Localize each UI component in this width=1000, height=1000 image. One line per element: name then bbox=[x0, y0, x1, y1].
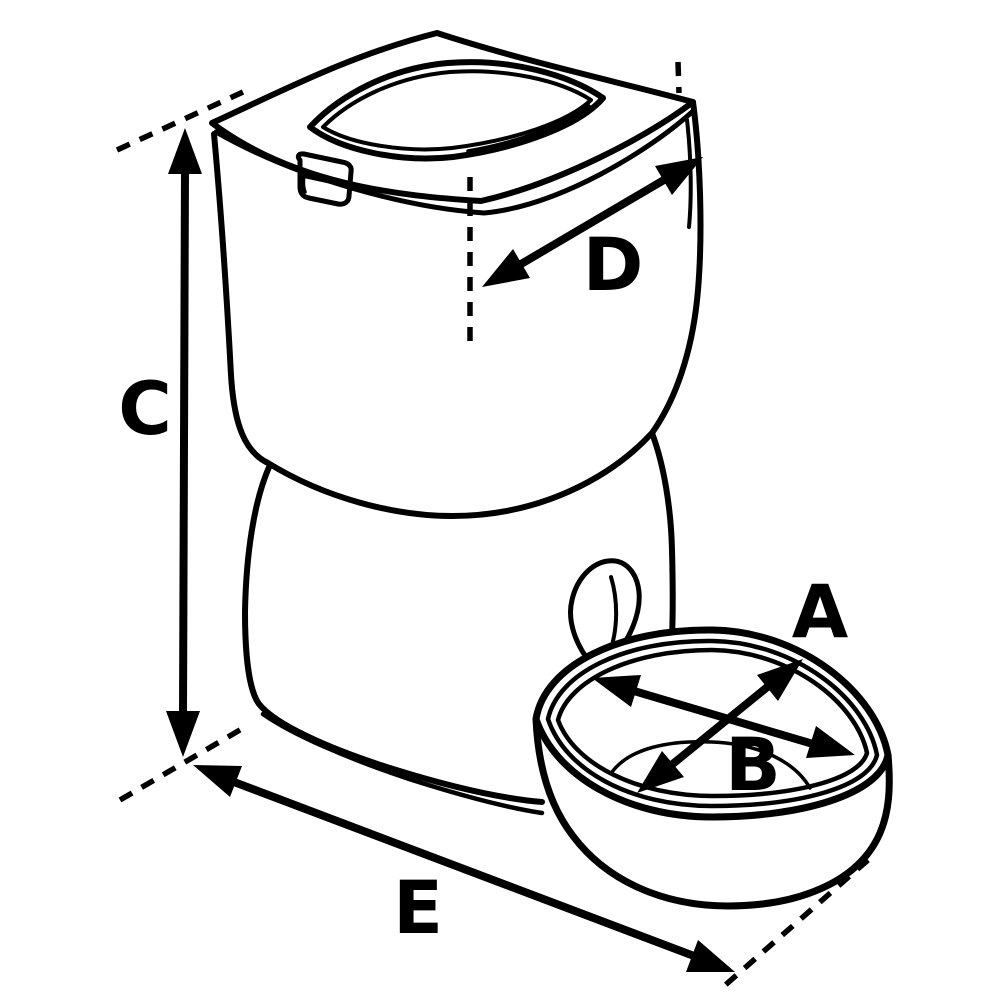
bowl-floor-arc bbox=[610, 739, 812, 790]
arrow-c-shaft bbox=[179, 167, 189, 715]
arrow-e-shaft bbox=[232, 778, 696, 960]
extension-line-top-left bbox=[115, 89, 245, 153]
dimension-label-b: B bbox=[725, 723, 781, 808]
dimension-label-e: E bbox=[393, 866, 443, 951]
dimension-label-d: D bbox=[583, 223, 644, 308]
lid-latch-lip-line bbox=[302, 174, 352, 188]
base-foot-line bbox=[260, 711, 545, 816]
bowl-inner-rim-1 bbox=[545, 638, 880, 809]
extension-line-top-right bbox=[675, 61, 682, 94]
arrow-c-head-up bbox=[168, 128, 202, 174]
arrow-b-head-right bbox=[806, 726, 855, 758]
hopper-right-outline bbox=[649, 99, 704, 640]
arrow-a-head-lower bbox=[637, 751, 684, 793]
arrow-b-shaft bbox=[632, 687, 815, 748]
feeder-lid bbox=[209, 30, 696, 216]
base-left-bottom-outline bbox=[242, 462, 545, 805]
lid-opening-outer-rim bbox=[307, 59, 606, 162]
hopper-left-and-waist-outline bbox=[211, 131, 654, 519]
bowl-rim-front-edge bbox=[532, 715, 892, 821]
dimension-arrow-a bbox=[637, 659, 803, 793]
arrow-d-head-left bbox=[482, 249, 530, 287]
lid-latch-side-line bbox=[301, 174, 307, 194]
feeder-hopper bbox=[211, 99, 704, 640]
dimension-arrow-c bbox=[166, 128, 202, 757]
arrow-e-head-right bbox=[686, 940, 735, 972]
construction-lines bbox=[115, 61, 870, 990]
arrow-d-shaft bbox=[513, 173, 672, 271]
dimension-arrow-e bbox=[193, 765, 735, 972]
dimension-labels: A B C D E bbox=[118, 223, 849, 951]
lid-top-outline bbox=[209, 30, 696, 204]
arrow-b-head-left bbox=[592, 675, 641, 707]
lid-latch-clip bbox=[295, 151, 354, 207]
dimension-arrow-d bbox=[482, 157, 703, 287]
arrow-a-shaft bbox=[666, 680, 774, 771]
dimension-arrow-b bbox=[592, 675, 855, 758]
arrow-c-head-down bbox=[166, 711, 200, 757]
arrow-e-head-left bbox=[193, 765, 242, 797]
food-bowl bbox=[532, 626, 893, 910]
lid-opening-inner-rim bbox=[321, 69, 593, 152]
lid-right-seam-line bbox=[685, 118, 693, 229]
extension-line-bottom-right bbox=[721, 857, 870, 990]
arrow-d-head-right bbox=[655, 157, 703, 195]
dimension-label-a: A bbox=[792, 570, 849, 655]
dimension-arrows bbox=[166, 128, 855, 972]
dimension-label-c: C bbox=[118, 367, 172, 452]
lid-opening-depth-line bbox=[466, 104, 591, 153]
arrow-a-head-upper bbox=[757, 659, 803, 701]
